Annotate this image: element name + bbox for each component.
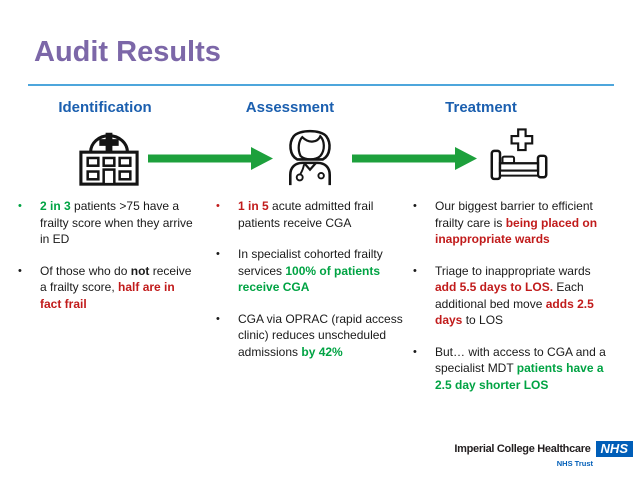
bullet-item: • In specialist cohorted frailty services…	[216, 246, 408, 296]
bullet-item: • Triage to inappropriate wards add 5.5 d…	[413, 263, 609, 329]
title-underline	[28, 84, 614, 86]
text-run: to LOS	[462, 313, 504, 328]
text-run: Each additional bed move	[435, 280, 584, 311]
bullet-marker: •	[18, 264, 22, 277]
bullet-text: In specialist cohorted frailty services …	[238, 246, 408, 296]
column-header-identification: Identification	[58, 99, 152, 116]
text-run: being placed on inappropriate wards	[435, 215, 598, 247]
arrow-right-icon	[352, 147, 477, 170]
bullet-item: • Of those who do not receive a frailty s…	[18, 263, 198, 313]
bullet-text: 2 in 3 patients >75 have a frailty score…	[40, 198, 198, 248]
text-run: In specialist cohorted frailty services	[238, 247, 383, 278]
text-run: adds 2.5 days	[435, 296, 594, 328]
text-run: receive a frailty score,	[40, 263, 192, 295]
text-run: patients have a 2.5 day shorter LOS	[435, 361, 604, 392]
nhs-trust-label: NHS Trust	[556, 459, 593, 468]
bullet-marker: •	[216, 200, 220, 212]
bullet-item: • Our biggest barrier to efficient frailt…	[413, 198, 609, 248]
text-run: 1 in 5	[238, 199, 269, 213]
bullet-text: Our biggest barrier to efficient frailty…	[435, 198, 609, 248]
bullet-item: • 2 in 3 patients >75 have a frailty scor…	[18, 198, 198, 248]
text-run: add 5.5 days to LOS.	[435, 280, 554, 295]
nhs-logo: NHS	[595, 441, 633, 457]
text-run: Of those who do	[40, 263, 131, 278]
bullet-marker: •	[216, 312, 220, 325]
arrow-right-icon	[148, 147, 273, 170]
page-title: Audit Results	[34, 36, 221, 68]
text-run: Our biggest barrier to efficient frailty…	[435, 199, 593, 230]
bullet-marker: •	[216, 248, 220, 261]
bullet-text: 1 in 5 acute admitted frail patients rec…	[238, 198, 408, 231]
doctor-icon	[289, 129, 331, 186]
text-run: Triage to inappropriate wards	[435, 263, 591, 278]
bullet-text: CGA via OPRAC (rapid access clinic) redu…	[238, 311, 408, 361]
bullet-item: • But… with access to CGA and a specialis…	[413, 344, 609, 394]
bullet-list-assessment: • 1 in 5 acute admitted frail patients re…	[216, 198, 408, 375]
bullet-item: • CGA via OPRAC (rapid access clinic) red…	[216, 311, 408, 361]
footer-logo: Imperial College Healthcare NHS NHS Trus…	[454, 441, 633, 468]
bullet-text: But… with access to CGA and a specialist…	[435, 344, 609, 394]
bullet-item: • 1 in 5 acute admitted frail patients re…	[216, 198, 408, 231]
bullet-list-identification: • 2 in 3 patients >75 have a frailty scor…	[18, 198, 198, 327]
hospital-icon	[79, 132, 139, 186]
text-run: half are in fact frail	[40, 280, 175, 311]
bullet-text: Of those who do not receive a frailty sc…	[40, 263, 198, 313]
hospital-bed-icon	[490, 128, 548, 181]
text-run: CGA via OPRAC (rapid access clinic) redu…	[238, 311, 403, 359]
bullet-marker: •	[413, 264, 417, 277]
bullet-marker: •	[18, 200, 22, 212]
column-header-assessment: Assessment	[245, 99, 335, 116]
text-run: 100% of patients receive CGA	[238, 263, 381, 295]
column-header-treatment: Treatment	[445, 99, 517, 116]
text-run: by 42%	[301, 344, 343, 359]
bullet-marker: •	[413, 200, 417, 212]
org-name: Imperial College Healthcare	[454, 443, 591, 455]
text-run: acute admitted frail patients receive CG…	[238, 199, 374, 230]
text-run: patients >75 have a frailty score when t…	[40, 199, 193, 247]
bullet-text: Triage to inappropriate wards add 5.5 da…	[435, 263, 609, 329]
bullet-marker: •	[413, 345, 417, 358]
text-run: not	[130, 263, 150, 278]
bullet-list-treatment: • Our biggest barrier to efficient frailt…	[413, 198, 609, 408]
text-run: 2 in 3	[40, 199, 71, 213]
text-run: But… with access to CGA and a specialist…	[435, 344, 606, 376]
